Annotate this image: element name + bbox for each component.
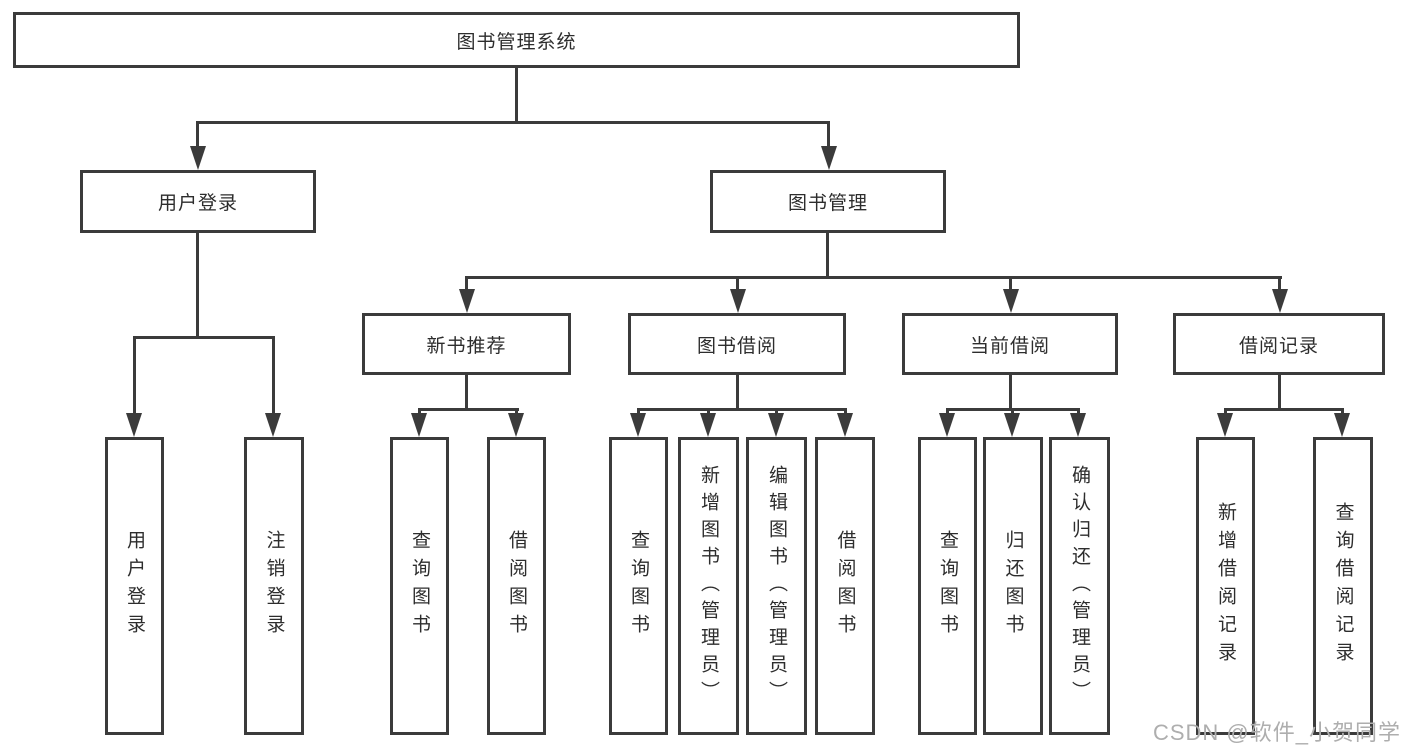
node-label: 借阅图书 [506, 530, 527, 642]
connector-line [515, 68, 518, 121]
leaf-confirm-return-admin: 确认归还（管理员） [1049, 437, 1110, 735]
leaf-add-borrow-record: 新增借阅记录 [1196, 437, 1255, 735]
connector-line [736, 276, 739, 290]
connector-line [465, 276, 468, 290]
node-label: 查询图书 [409, 530, 430, 642]
node-label: 注销登录 [263, 530, 285, 642]
node-label: 新增图书（管理员） [698, 464, 719, 708]
arrowhead-down-icon [126, 413, 142, 437]
node-label: 查询图书 [628, 530, 649, 642]
leaf-logout: 注销登录 [244, 437, 304, 735]
node-label: 新书推荐 [426, 335, 507, 357]
leaf-query-books-recommend: 查询图书 [390, 437, 449, 735]
arrowhead-down-icon [1272, 289, 1288, 313]
connector-line [133, 336, 136, 413]
connector-line [196, 121, 199, 147]
connector-line [133, 336, 275, 339]
connector-line [465, 375, 468, 408]
arrowhead-down-icon [190, 146, 206, 170]
leaf-borrow-books-recommend: 借阅图书 [487, 437, 546, 735]
node-label: 借阅图书 [834, 530, 856, 642]
connector-line [1341, 408, 1344, 415]
node-user-login: 用户登录 [80, 170, 316, 233]
leaf-borrow-books: 借阅图书 [815, 437, 875, 735]
arrowhead-down-icon [265, 413, 281, 437]
connector-line [775, 408, 778, 415]
arrowhead-down-icon [508, 413, 524, 437]
node-label: 用户登录 [157, 193, 238, 214]
arrowhead-down-icon [1004, 413, 1020, 437]
connector-line [1011, 408, 1014, 415]
connector-line [1224, 408, 1344, 411]
node-new-book-recommend: 新书推荐 [362, 313, 571, 375]
connector-line [707, 408, 710, 415]
node-label: 借阅记录 [1238, 335, 1319, 357]
connector-line [1009, 375, 1012, 408]
node-root-library-system: 图书管理系统 [13, 12, 1020, 68]
connector-line [1224, 408, 1227, 415]
arrowhead-down-icon [1217, 413, 1233, 437]
connector-line [196, 233, 199, 336]
arrowhead-down-icon [730, 289, 746, 313]
node-book-borrow: 图书借阅 [628, 313, 846, 375]
connector-line [1278, 375, 1281, 408]
arrowhead-down-icon [411, 413, 427, 437]
connector-line [637, 408, 640, 415]
leaf-query-borrow-record: 查询借阅记录 [1313, 437, 1373, 735]
node-label: 当前借阅 [969, 335, 1050, 357]
node-label: 查询图书 [937, 530, 958, 642]
arrowhead-down-icon [768, 413, 784, 437]
node-label: 图书借阅 [696, 335, 777, 357]
connector-line [272, 336, 275, 413]
arrowhead-down-icon [630, 413, 646, 437]
connector-line [465, 276, 1282, 279]
node-label: 确认归还（管理员） [1069, 464, 1090, 708]
arrowhead-down-icon [1070, 413, 1086, 437]
arrowhead-down-icon [837, 413, 853, 437]
leaf-edit-books-admin: 编辑图书（管理员） [746, 437, 807, 735]
node-label: 归还图书 [1002, 530, 1024, 642]
connector-line [515, 408, 518, 415]
node-label: 新增借阅记录 [1215, 502, 1236, 670]
connector-line [1009, 276, 1012, 290]
arrowhead-down-icon [1334, 413, 1350, 437]
connector-line [827, 121, 830, 147]
leaf-return-books: 归还图书 [983, 437, 1043, 735]
node-label: 查询借阅记录 [1332, 502, 1354, 670]
connector-line [418, 408, 519, 411]
node-borrow-records: 借阅记录 [1173, 313, 1385, 375]
connector-line [1278, 276, 1281, 290]
node-book-management: 图书管理 [710, 170, 946, 233]
node-label: 图书管理系统 [456, 31, 577, 53]
leaf-user-login: 用户登录 [105, 437, 164, 735]
node-label: 用户登录 [124, 530, 145, 642]
node-label: 图书管理 [787, 193, 868, 214]
connector-line [418, 408, 421, 415]
connector-line [637, 408, 847, 411]
connector-line [946, 408, 949, 415]
connector-line [736, 375, 739, 408]
csdn-watermark: CSDN @软件_小贺同学 [1152, 720, 1401, 745]
connector-line [844, 408, 847, 415]
leaf-query-books-borrow: 查询图书 [609, 437, 668, 735]
arrowhead-down-icon [939, 413, 955, 437]
node-current-borrow: 当前借阅 [902, 313, 1118, 375]
arrowhead-down-icon [821, 146, 837, 170]
leaf-add-books-admin: 新增图书（管理员） [678, 437, 739, 735]
arrowhead-down-icon [459, 289, 475, 313]
arrowhead-down-icon [1003, 289, 1019, 313]
connector-line [196, 121, 830, 124]
arrowhead-down-icon [700, 413, 716, 437]
node-label: 编辑图书（管理员） [766, 464, 787, 708]
connector-line [1077, 408, 1080, 415]
connector-line [826, 233, 829, 276]
leaf-query-books-current: 查询图书 [918, 437, 977, 735]
